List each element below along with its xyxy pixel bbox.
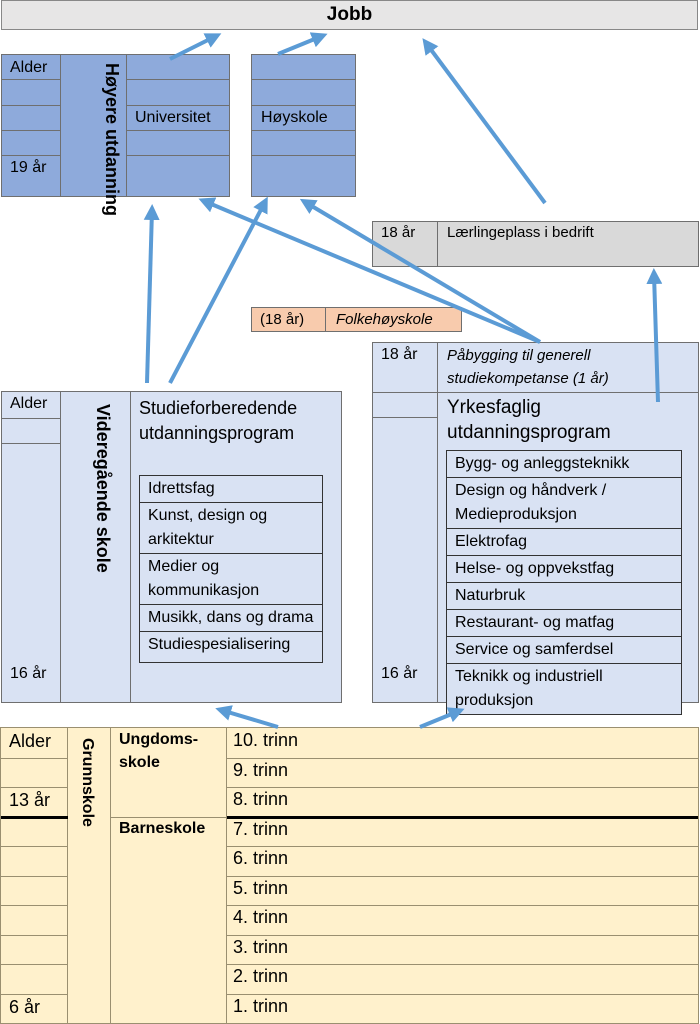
pabygg-label: Påbygging til generell studiekompetanse … [447, 347, 609, 387]
age-19: 19 år [10, 159, 47, 176]
trinn-label: 3. trinn [233, 936, 289, 957]
arrow [198, 197, 541, 344]
program-item: Helse- og oppvekstfag [447, 556, 681, 583]
folkehoyskole-label: Folkehøyskole [336, 311, 433, 328]
arrow [169, 33, 222, 61]
program-item: Teknikk og industriell produksjon [455, 668, 603, 709]
trinn-label: 8. trinn [233, 789, 289, 809]
trinn-label: 6. trinn [233, 848, 289, 868]
studie-program-list: Idrettsfag Kunst, design og arkitektur M… [139, 475, 323, 663]
arrow [215, 705, 279, 729]
trinn-label: 2. trinn [233, 966, 289, 986]
hoyskole-label: Høyskole [261, 109, 328, 126]
trinn-label: 5. trinn [233, 877, 289, 898]
higher-education-universitet: Alder 19 år Høyere utdanning Universitet [1, 54, 230, 216]
age-16: 16 år [10, 665, 47, 682]
studie-title: Studieforberedende utdanningsprogram [139, 398, 298, 443]
age-6: 6 år [9, 997, 41, 1017]
barneskole-label: Barneskole [119, 820, 206, 837]
arrow [646, 268, 663, 403]
program-item: Design og håndverk / Medieproduksjon [447, 478, 681, 529]
folkehoyskole-box: (18 år) Folkehøyskole [251, 307, 462, 332]
jobb-label: Jobb [326, 4, 373, 25]
program-item: Naturbruk [447, 583, 681, 610]
videregaende-yrkesfaglig: 18 år Påbygging til generell studiekompe… [372, 342, 699, 715]
hoyskole-box: Høyskole [251, 54, 356, 197]
age-13: 13 år [9, 790, 51, 810]
age-header: Alder [10, 59, 48, 76]
trinn-label: 10. trinn [233, 730, 299, 750]
arrow [143, 204, 160, 384]
program-item: Kunst, design og arkitektur [140, 503, 322, 554]
trinn-label: 9. trinn [233, 759, 289, 780]
arrow [277, 32, 328, 56]
laerlingeplass-box: 18 år Lærlingeplass i bedrift [372, 221, 699, 267]
ungdomsskole-label: Ungdoms-skole [119, 731, 199, 771]
vgs-title: Videregående skole [93, 404, 113, 573]
grunnskole: 10. trinn 9. trinn 8. trinn 7. trinn 6. trin… [0, 727, 699, 1024]
arrow [299, 198, 542, 344]
program-item: Elektrofag [447, 529, 681, 556]
program-item: Bygg- og anleggsteknikk [447, 451, 681, 478]
program-item: Restaurant- og matfag [447, 610, 681, 637]
trinn-label: 4. trinn [233, 907, 289, 927]
videregaende-studieforberedende: Alder 16 år Videregående skole Studiefor… [1, 391, 342, 703]
age-header: Alder [10, 395, 48, 412]
program-item: Studiespesialisering [148, 636, 291, 653]
arrow [168, 196, 268, 384]
arrow [422, 38, 547, 205]
program-item: Idrettsfag [140, 476, 322, 503]
program-item: Service og samferdsel [447, 637, 681, 664]
age-header: Alder [9, 731, 52, 751]
program-item: Musikk, dans og drama [140, 605, 322, 632]
universitet-label: Universitet [135, 109, 211, 126]
grunnskole-title: Grunnskole [79, 738, 96, 827]
program-item: Medier og kommunikasjon [140, 554, 322, 605]
age-16: 16 år [381, 665, 418, 682]
laerling-age: 18 år [381, 224, 416, 241]
yrke-program-list: Bygg- og anleggsteknikk Design og håndve… [446, 450, 682, 715]
jobb-box: Jobb [1, 0, 698, 30]
folkehoyskole-age: (18 år) [260, 311, 305, 328]
trinn-label: 7. trinn [233, 818, 289, 839]
laerling-label: Lærlingeplass i bedrift [447, 224, 594, 241]
trinn-label: 1. trinn [233, 995, 289, 1016]
yrke-title: Yrkesfaglig utdanningsprogram [447, 397, 611, 443]
arrow [419, 707, 465, 729]
pabygg-age: 18 år [381, 346, 418, 363]
